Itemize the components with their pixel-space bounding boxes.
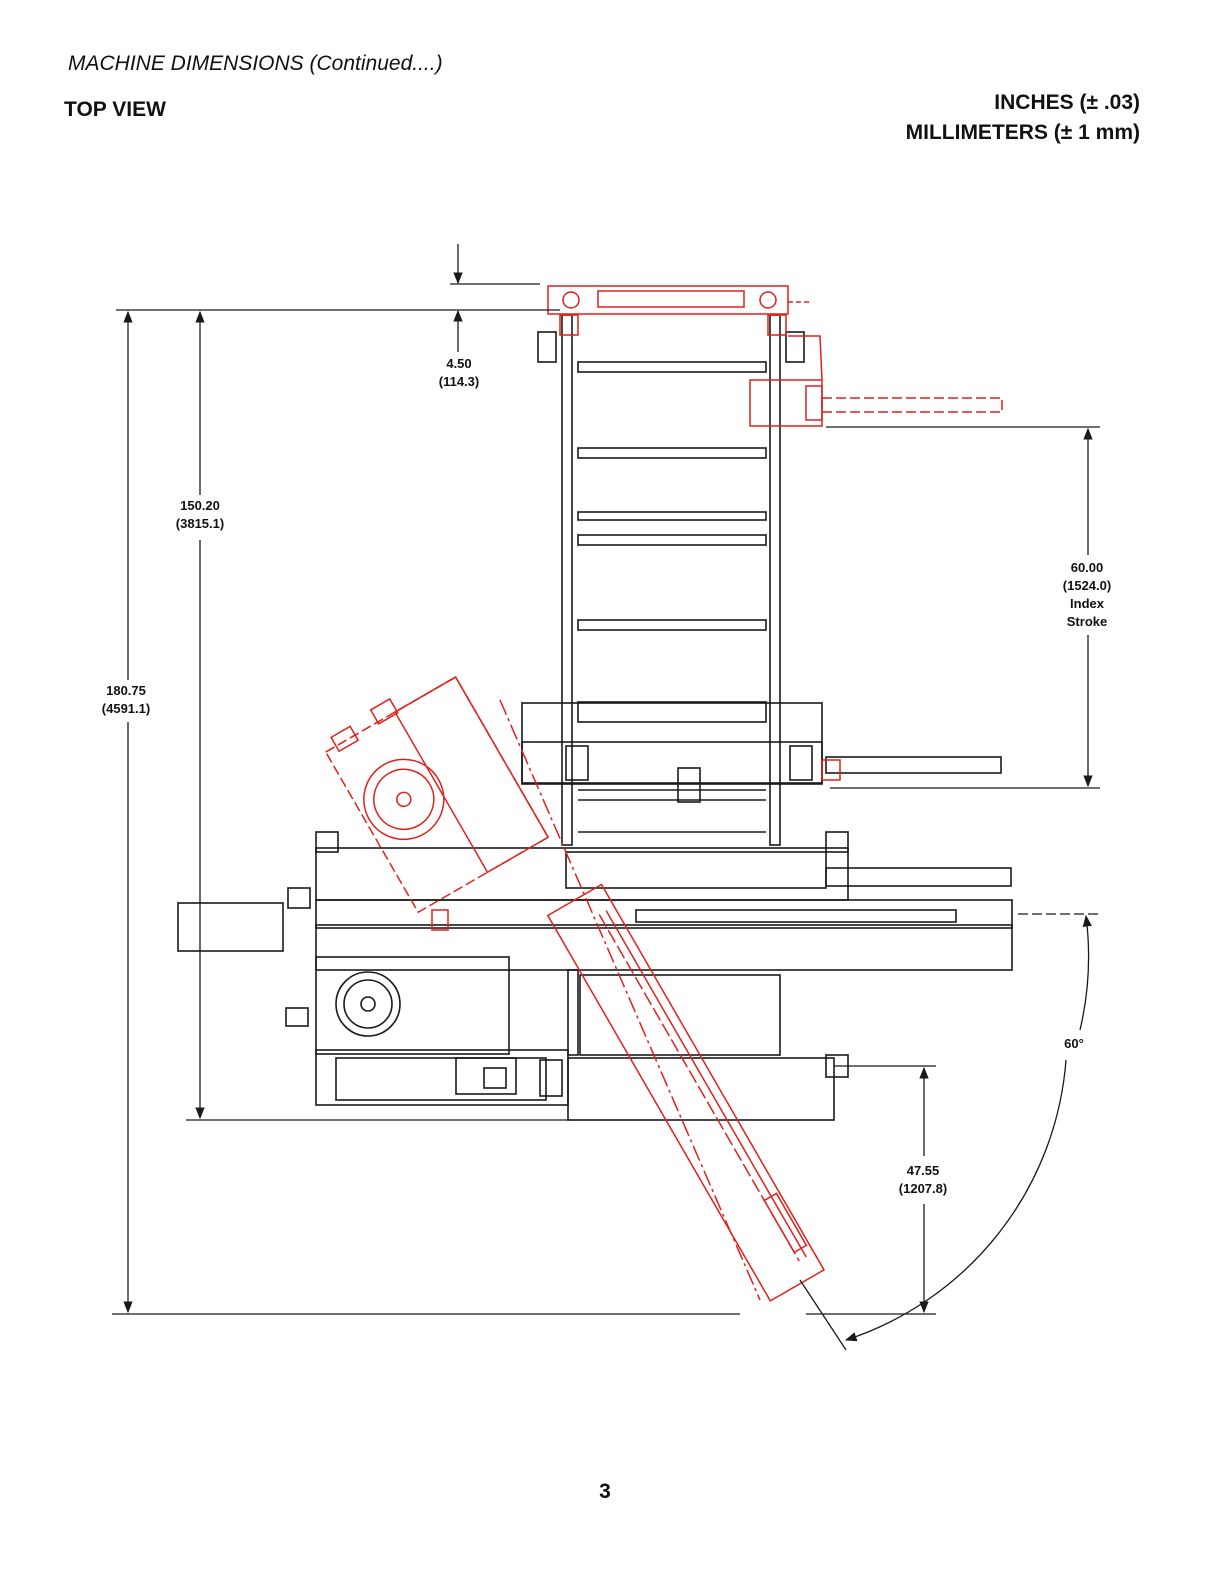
dim-overall-height-mm: (4591.1) bbox=[102, 701, 150, 716]
dim-inner-height-in: 150.20 bbox=[180, 498, 220, 513]
dim-index-stroke-in: 60.00 bbox=[1071, 560, 1104, 575]
dim-index-stroke-label-1: Index bbox=[1070, 596, 1105, 611]
dimension-lines bbox=[112, 244, 1100, 1350]
clamp-red-left bbox=[432, 910, 448, 930]
pusher-bar-raised bbox=[548, 286, 812, 335]
alternate-position-outline bbox=[319, 286, 1002, 1301]
swung-conveyor bbox=[548, 885, 824, 1301]
dim-overall-height-in: 180.75 bbox=[106, 683, 146, 698]
swung-motor-housing bbox=[319, 665, 548, 912]
machine-outline bbox=[178, 315, 1012, 1120]
vertical-conveyor bbox=[538, 315, 804, 845]
page-number: 3 bbox=[0, 1480, 1210, 1504]
main-beam bbox=[178, 888, 1012, 1026]
dim-lower-offset-in: 47.55 bbox=[907, 1163, 940, 1178]
lower-body bbox=[316, 957, 848, 1120]
clamp-red bbox=[822, 760, 840, 780]
dim-lower-offset-mm: (1207.8) bbox=[899, 1181, 947, 1196]
dim-swing-angle: 60° bbox=[1064, 1036, 1084, 1051]
dim-top-offset-mm: (114.3) bbox=[439, 374, 479, 389]
index-carriage bbox=[522, 703, 1001, 802]
upper-feed-conveyor bbox=[316, 832, 1011, 900]
dim-index-stroke-label-2: Stroke bbox=[1067, 614, 1107, 629]
index-cylinder-retracted bbox=[750, 336, 1002, 426]
dim-inner-height-mm: (3815.1) bbox=[176, 516, 224, 531]
dim-top-offset-in: 4.50 bbox=[446, 356, 471, 371]
dim-index-stroke-mm: (1524.0) bbox=[1063, 578, 1111, 593]
dimension-labels: 4.50 (114.3) 150.20 (3815.1) 180.75 (459… bbox=[102, 356, 1111, 1196]
